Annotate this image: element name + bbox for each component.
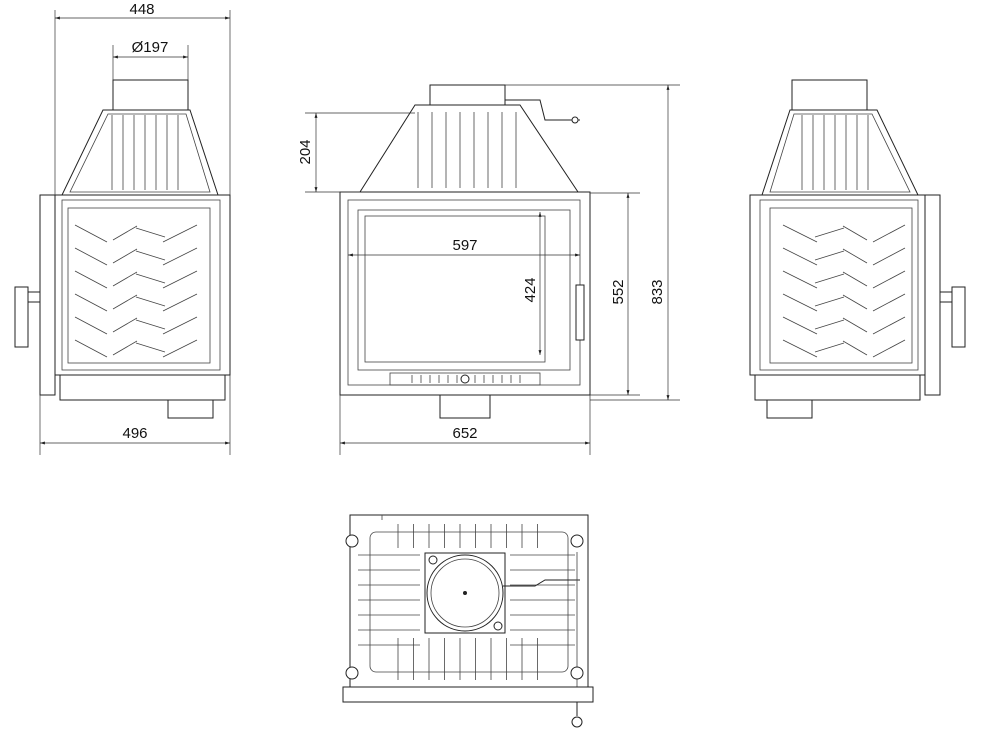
air-slot [135,319,166,330]
dimension-204: 204 [297,112,415,193]
dimension-652: 652 [339,395,591,455]
front-view [339,84,591,419]
air-slot [112,248,138,264]
side-view-right [749,79,966,419]
air-slot [74,247,108,266]
air-slot [112,271,138,287]
dimension-833: 833 [505,84,680,401]
air-slot [74,224,108,243]
door-handle-icon [575,284,585,341]
air-slot [74,316,108,335]
knob-icon [571,716,583,728]
dimension-label: 496 [122,425,147,442]
dimension-label: 424 [522,277,539,302]
air-slot [135,273,166,284]
top-view [342,514,594,728]
dimension-448: 448 [54,1,231,195]
air-slot [162,339,198,358]
air-slot [162,270,198,289]
air-slot [112,294,138,310]
dimension-552: 552 [590,192,640,396]
side-view-left [14,79,231,419]
air-slot [162,293,198,312]
dimension-label: 652 [452,425,477,442]
dimension-424: 424 [522,212,542,355]
dimension-flue-diameter: Ø197 [112,39,189,80]
dimension-label: 204 [297,139,314,164]
air-slot [112,317,138,333]
air-slot [135,296,166,307]
air-slot [74,293,108,312]
dimension-label: 552 [610,279,627,304]
air-slot [135,227,166,238]
air-slot [135,250,166,261]
dimension-496: 496 [39,375,231,455]
air-slot [135,342,166,353]
dimension-label: 597 [452,237,477,254]
air-slot [162,224,198,243]
air-slot [162,316,198,335]
air-slot [112,340,138,356]
air-slot [74,339,108,358]
handle-icon [14,286,29,348]
dimension-label: 833 [649,279,666,304]
air-slot [162,247,198,266]
air-slot [112,225,138,241]
dimension-label: Ø197 [132,39,169,56]
air-slot [74,270,108,289]
dimension-label: 448 [129,1,154,18]
